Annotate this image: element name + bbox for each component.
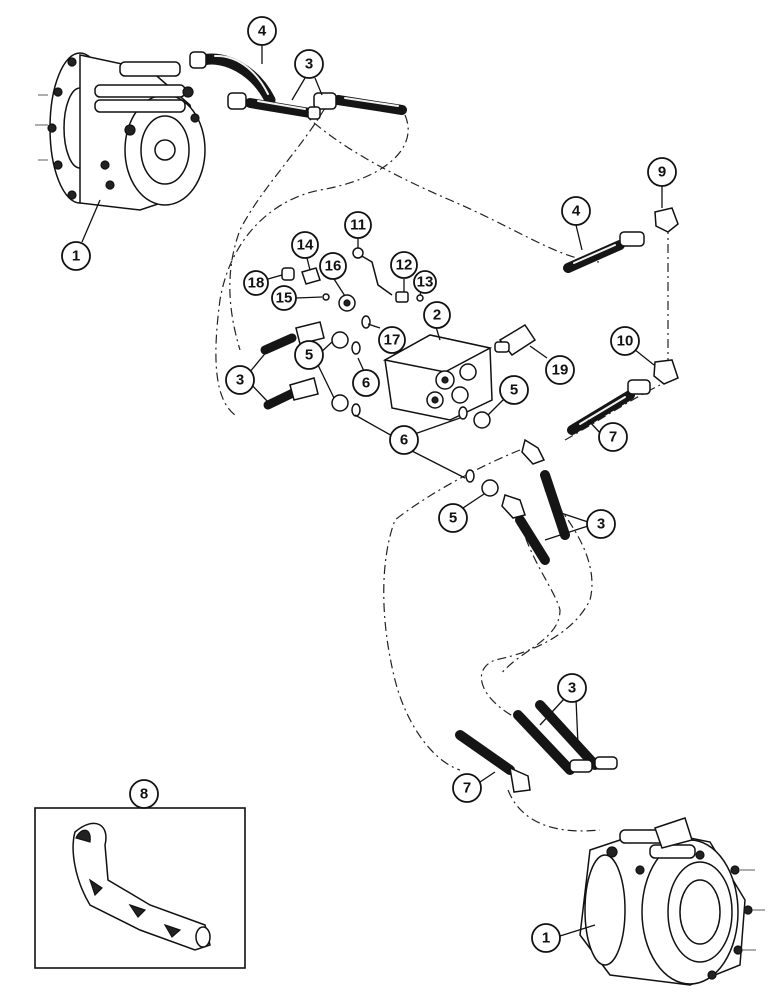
callout-6b: 6 <box>389 425 419 455</box>
wheel-motor-top <box>35 52 206 211</box>
callout-16: 16 <box>319 252 347 280</box>
callout-label: 2 <box>433 307 441 324</box>
fittings <box>189 51 679 793</box>
callout-3d: 3 <box>557 673 587 703</box>
callout-7a: 7 <box>598 422 628 452</box>
callout-2: 2 <box>423 301 451 329</box>
callout-label: 7 <box>463 780 471 797</box>
callout-label: 6 <box>362 375 370 392</box>
callout-label: 12 <box>396 257 413 274</box>
callout-14: 14 <box>291 231 319 259</box>
callout-label: 11 <box>350 217 366 234</box>
callout-label: 1 <box>542 930 550 947</box>
callout-9: 9 <box>647 157 677 187</box>
hose-routing-lines <box>215 107 669 832</box>
callout-label: 7 <box>609 429 617 446</box>
callout-1b: 1 <box>531 923 561 953</box>
callout-5c: 5 <box>438 503 468 533</box>
callout-3c: 3 <box>586 509 616 539</box>
callout-label: 6 <box>400 432 408 449</box>
callout-5a: 5 <box>294 340 324 370</box>
callout-label: 4 <box>572 203 581 220</box>
callout-4a: 4 <box>247 16 277 46</box>
callout-4b: 4 <box>561 196 591 226</box>
callout-label: 3 <box>236 372 244 389</box>
callout-5b: 5 <box>499 375 529 405</box>
callout-3b: 3 <box>225 365 255 395</box>
valve-block <box>382 334 493 421</box>
callout-18: 18 <box>243 270 269 296</box>
callout-label: 1 <box>72 248 80 265</box>
callout-label: 4 <box>258 23 267 40</box>
callout-label: 14 <box>297 237 314 254</box>
callout-12: 12 <box>390 251 418 279</box>
callout-6a: 6 <box>352 369 380 397</box>
callout-label: 9 <box>658 164 666 181</box>
callout-17: 17 <box>378 326 406 354</box>
wheel-motor-bottom <box>579 817 765 986</box>
callout-3a: 3 <box>294 49 324 79</box>
callout-label: 13 <box>417 274 434 291</box>
callout-label: 3 <box>305 56 313 73</box>
callout-15: 15 <box>271 285 297 311</box>
callout-label: 5 <box>305 347 313 364</box>
callout-label: 8 <box>140 786 148 803</box>
callout-label: 5 <box>510 382 518 399</box>
callout-13: 13 <box>413 270 437 294</box>
callout-8: 8 <box>129 779 159 809</box>
callout-label: 17 <box>384 332 401 349</box>
callout-label: 15 <box>276 290 293 307</box>
callout-label: 19 <box>552 362 569 379</box>
callouts: 1 1 2 3 3 3 3 4 4 5 5 5 6 6 7 7 8 9 10 1… <box>61 16 677 953</box>
callout-1a: 1 <box>61 241 91 271</box>
callout-label: 3 <box>597 516 605 533</box>
callout-10: 10 <box>610 326 640 356</box>
callout-label: 18 <box>248 275 265 292</box>
callout-7b: 7 <box>452 773 482 803</box>
callout-11: 11 <box>344 211 372 239</box>
callout-19: 19 <box>545 355 575 385</box>
callout-label: 10 <box>617 333 634 350</box>
callout-label: 16 <box>325 258 342 275</box>
inset-panel <box>34 807 246 969</box>
callout-label: 3 <box>568 680 576 697</box>
callout-label: 5 <box>449 510 457 527</box>
